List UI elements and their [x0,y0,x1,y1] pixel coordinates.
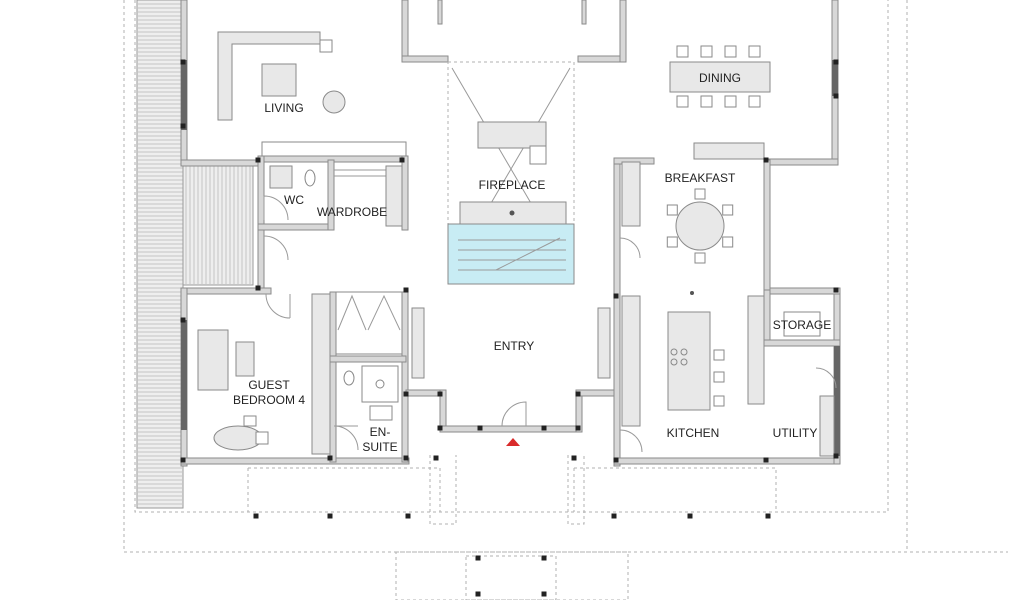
column-marker [541,555,547,561]
column-marker [180,59,186,65]
column-marker [763,457,769,463]
column-marker [763,157,769,163]
column-marker [253,513,259,519]
column-marker [613,457,619,463]
room-label-wc: WC [284,193,304,207]
room-label-entry: ENTRY [494,339,534,353]
breakfast-chair [666,204,678,216]
room-label-fireplace: FIREPLACE [479,178,546,192]
room-label-breakfast: BREAKFAST [665,171,736,185]
column-marker [403,287,409,293]
column-marker [613,293,619,299]
walls [180,0,841,467]
column-marker [180,457,186,463]
column-marker [571,455,577,461]
room-label-living: LIVING [264,101,303,115]
column-marker [437,391,443,397]
columns [180,59,839,597]
kitchen-furniture [621,291,835,457]
column-marker [180,123,186,129]
room-label-guest-line1: GUEST [248,378,290,392]
room-label-wardrobe: WARDROBE [317,205,387,219]
column-marker [405,513,411,519]
guest-furniture [197,329,269,451]
column-marker [255,157,261,163]
living-furniture [217,31,346,121]
column-marker [255,285,261,291]
dining-chair [724,95,737,108]
column-marker [403,391,409,397]
column-marker [327,455,333,461]
fireplace-area [447,61,575,285]
column-marker [765,513,771,519]
column-marker [399,157,405,163]
room-label-dining: DINING [699,71,741,85]
dining-chair [676,45,689,58]
column-marker [475,555,481,561]
dining-chair [700,95,713,108]
column-marker [433,455,439,461]
column-marker [541,425,547,431]
dining-furniture [669,45,771,108]
column-marker [180,317,186,323]
breakfast-furniture [621,142,765,264]
room-label-kitchen: KITCHEN [667,426,720,440]
column-marker [437,425,443,431]
column-marker [833,59,839,65]
column-marker [541,591,547,597]
breakfast-chair [666,236,678,248]
site-boundary [123,0,1008,600]
column-marker [477,425,483,431]
wc-fittings [261,141,407,227]
entry-arrow-icon [506,438,520,446]
room-label-utility: UTILITY [773,426,818,440]
breakfast-chair [694,188,706,200]
column-marker [611,513,617,519]
room-label-storage: STORAGE [773,318,831,332]
dining-chair [724,45,737,58]
column-marker [833,453,839,459]
room-label-ensuite-line1: EN- [370,425,391,439]
column-marker [403,455,409,461]
stair-icon [447,223,575,285]
breakfast-chair [722,204,734,216]
door-swing-icon [263,195,837,453]
ensuite-fittings [311,291,611,455]
column-marker [575,391,581,397]
breakfast-chair [694,252,706,264]
column-marker [475,591,481,597]
terrace-deck [136,0,254,509]
column-marker [833,93,839,99]
dining-chair [700,45,713,58]
column-marker [575,425,581,431]
dining-chair [748,45,761,58]
breakfast-chair [722,236,734,248]
dining-chair [748,95,761,108]
room-label-guest-line2: BEDROOM 4 [233,393,305,407]
room-label-ensuite-line2: SUITE [362,440,397,454]
column-marker [327,513,333,519]
dining-chair [676,95,689,108]
column-marker [687,513,693,519]
column-marker [833,287,839,293]
